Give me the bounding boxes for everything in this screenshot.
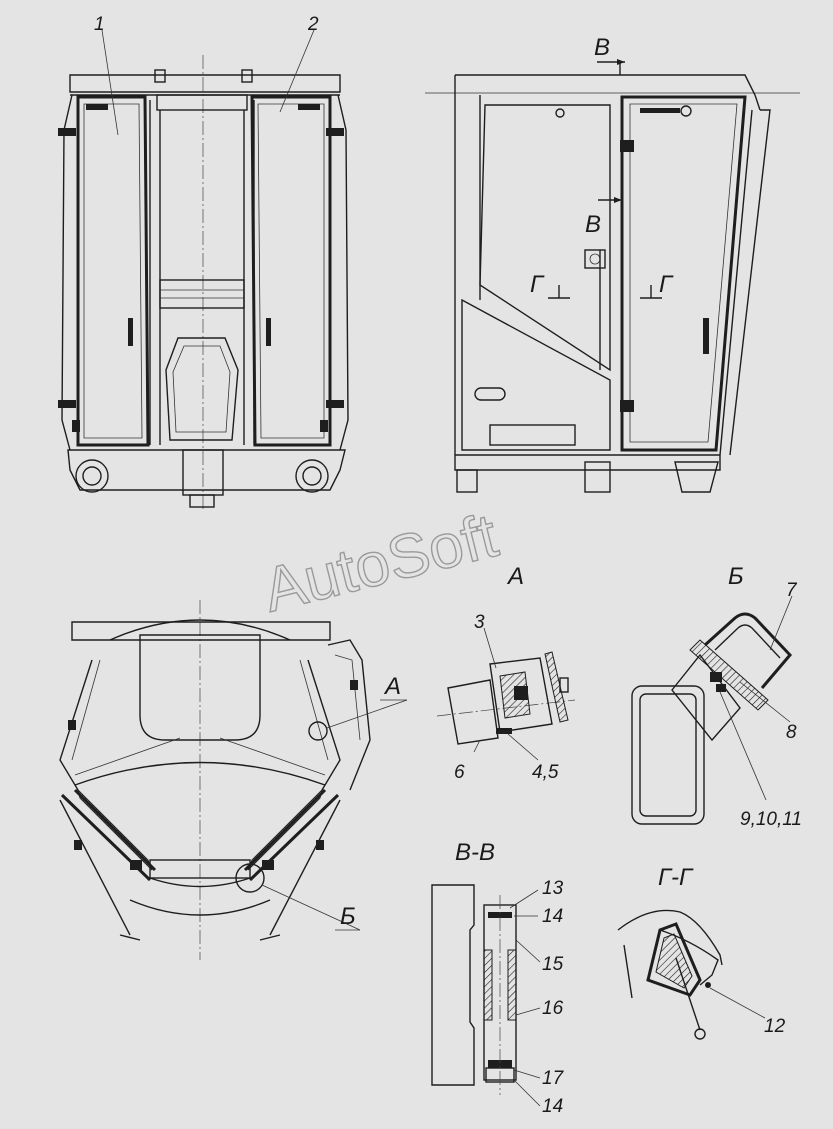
- section-vv-title: В-В: [455, 839, 495, 866]
- detail-a-label-6: 6: [454, 762, 465, 783]
- section-gg-title: Г-Г: [658, 864, 694, 891]
- detail-a-label-3: 3: [474, 612, 485, 633]
- detail-b-label-9-10-11: 9,10,11: [740, 809, 802, 830]
- side-view: В В Г Г: [425, 34, 800, 493]
- section-g-g: Г-Г 12: [617, 864, 786, 1040]
- watermark-logo: AutoSoft: [257, 501, 504, 625]
- detail-b-label-8: 8: [786, 722, 797, 743]
- door-label-2: 2: [307, 14, 319, 35]
- section-vv-label-15: 15: [542, 954, 564, 975]
- detail-b-label-7: 7: [786, 580, 798, 601]
- callout-a: А: [383, 673, 401, 700]
- door-handle-icon: [86, 104, 320, 346]
- section-vv-label-16: 16: [542, 998, 564, 1019]
- detail-a: А 3 6 4,5: [436, 563, 576, 783]
- section-mark-g-right: Г: [659, 271, 674, 298]
- callout-b: Б: [340, 903, 356, 930]
- hinge-icon: [58, 128, 80, 432]
- section-vv-label-14-top: 14: [542, 906, 563, 927]
- section-v-v: В-В 13 14 15 16 17 14: [431, 839, 565, 1117]
- section-vv-label-17: 17: [542, 1068, 565, 1089]
- section-vv-label-14-bottom: 14: [542, 1096, 563, 1117]
- section-mark-v-mid: В: [585, 211, 601, 238]
- front-view: 1 2: [58, 14, 349, 510]
- plan-view: А Б: [59, 600, 408, 960]
- section-gg-label-12: 12: [764, 1016, 786, 1037]
- section-vv-label-13: 13: [542, 878, 564, 899]
- hinge-icon: [320, 128, 344, 432]
- detail-a-label-4-5: 4,5: [532, 762, 559, 783]
- detail-b-title: Б: [728, 563, 744, 590]
- detail-a-title: А: [506, 563, 524, 590]
- section-mark-g-left: Г: [530, 271, 545, 298]
- detail-b: Б 7 8 9,10,11: [631, 563, 802, 830]
- door-label-1: 1: [94, 14, 105, 35]
- section-mark-v-top: В: [594, 34, 610, 61]
